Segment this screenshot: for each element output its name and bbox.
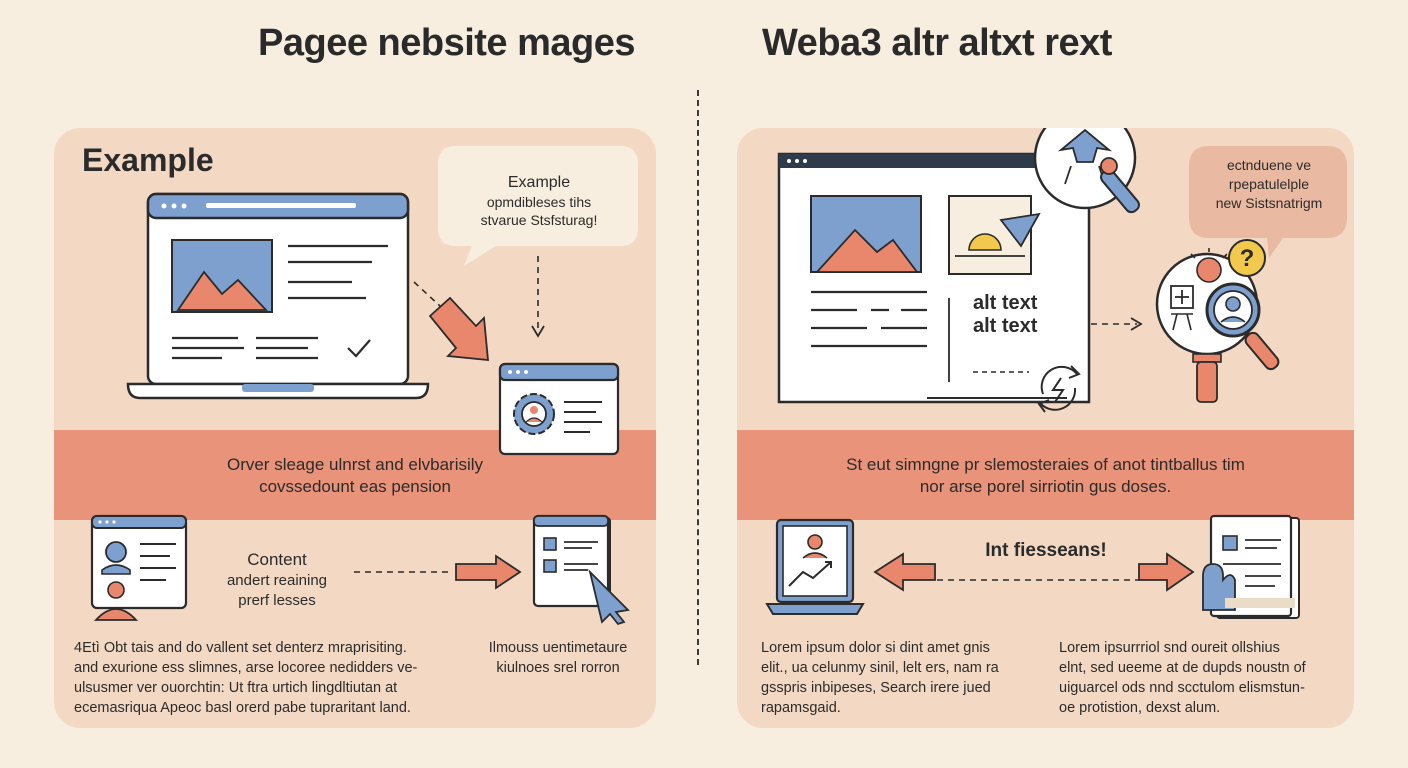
content-line-1: Content: [247, 550, 307, 569]
image-icon: [810, 195, 922, 273]
alt-text-line-1: alt text: [973, 292, 1038, 314]
left-arrow-down: [531, 256, 545, 338]
left-para-line-4: ecemasriqua Apeoc basl orerd pabe tuprar…: [74, 700, 411, 716]
left-bubble-line-2: opmdibleses tihs: [486, 194, 592, 210]
right-bubble-line-3: new Sistsnatrigm: [1215, 195, 1323, 211]
right-arrow-to-magnifier: [1091, 317, 1143, 331]
content-line-2: andert reaining: [226, 572, 328, 589]
right-para2-line-1: Lorem ipsurrriol snd oureit ollshius: [1059, 640, 1280, 656]
center-divider: [697, 90, 699, 665]
left-arrow-down-right: [413, 281, 489, 362]
right-band: [737, 430, 1354, 520]
right-para-line-3: gsspris inbipeses, Search irere jued: [761, 680, 991, 696]
left-speech-bubble: [438, 146, 638, 266]
magnifier-icon: [1033, 128, 1140, 214]
left-side-line-2: kiulnoes srel rorron: [496, 660, 620, 676]
right-para2-line-4: oe protistion, dexst alum.: [1059, 700, 1221, 716]
question-icon: ?: [1155, 239, 1280, 403]
gear-user-icon: [498, 362, 620, 456]
chart-laptop-icon: [765, 518, 865, 615]
image-icon: [171, 239, 273, 313]
left-bubble-line-1: Example: [507, 174, 571, 191]
alt-text-line-2: alt text: [973, 315, 1038, 337]
right-para-line-2: elit., ua celunmy sinil, lelt ers, nam r…: [761, 660, 999, 676]
right-bubble-line-2: rpepatulelple: [1228, 176, 1310, 192]
left-band-line-1: Orver sleage ulnrst and elvbarisily: [226, 455, 484, 474]
right-para-line-1: Lorem ipsum dolor si dint amet gnis: [761, 640, 990, 656]
refresh-icon: [1037, 365, 1081, 413]
right-arrow-label: Int fiesseans!: [985, 540, 1107, 561]
left-arrow-right: [354, 554, 522, 590]
left-heading: Example: [82, 142, 214, 178]
right-para2-line-2: elnt, sed ueeme at de dupds noustn of: [1059, 660, 1306, 676]
left-para-line-3: ulsusmer ver ouorchtin: Ut ftra urtich l…: [74, 680, 398, 696]
left-side-line-1: Ilmouss uentimetaure: [488, 640, 628, 656]
left-band-line-2: covssedount eas pension: [259, 477, 451, 496]
left-para-line-2: and exurione ess slimnes, arse locoree n…: [74, 660, 418, 676]
content-line-3: prerf lesses: [238, 592, 316, 609]
checkmark-icon: [347, 339, 371, 358]
svg-text:?: ?: [1240, 245, 1255, 272]
left-para-line-1: 4Etì Obt tais and do vallent set denterz…: [74, 640, 407, 656]
right-double-arrow: [873, 552, 1195, 592]
right-title: Weba3 altr altxt rext: [762, 22, 1112, 64]
right-band-line-2: nor arse porel sirriotin gus doses.: [919, 477, 1172, 496]
right-speech-bubble: [1189, 146, 1347, 258]
right-para2-line-3: uiguarcel ods nnd scctulom elismstun-: [1059, 680, 1305, 696]
left-bubble-line-3: stvarue Stsfsturag!: [480, 212, 598, 228]
right-bubble-line-1: ectnduene ve: [1226, 157, 1312, 173]
laptop-icon: [126, 192, 430, 400]
profile-card-icon: [90, 514, 188, 621]
right-band-line-1: St eut simngne pr slemosteraies of anot …: [846, 455, 1245, 474]
left-panel: Example Example opmdibleses tihs stvarue…: [54, 128, 656, 728]
document-cursor-icon: [532, 514, 630, 626]
right-para-line-4: rapamsgaid.: [761, 700, 841, 716]
left-title: Pagee nebsite mages: [258, 22, 636, 64]
browser-window-icon: [777, 152, 1091, 404]
right-panel: alt text alt text ectnduene ve rpepatule…: [737, 128, 1354, 728]
hand-document-icon: [1202, 514, 1300, 619]
